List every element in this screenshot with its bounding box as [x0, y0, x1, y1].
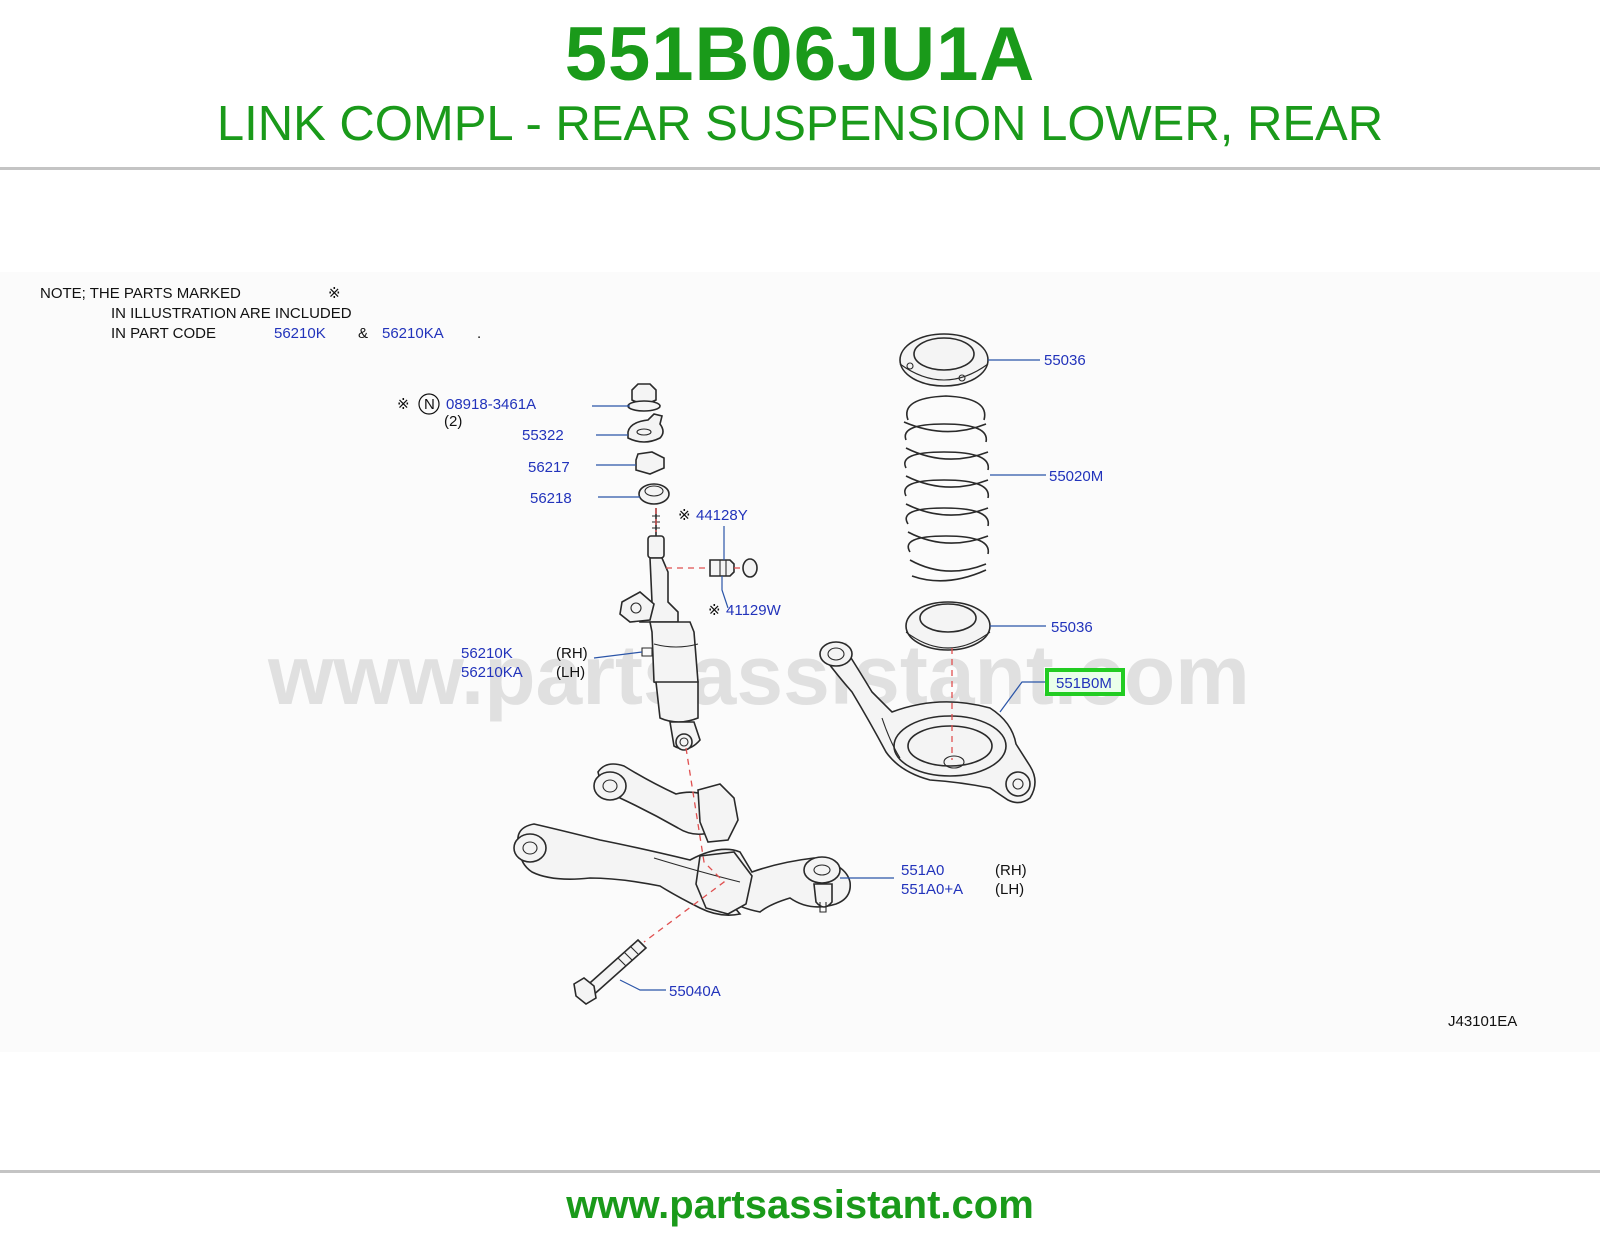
top-mount-plate-drawing — [627, 413, 664, 443]
callout-56218[interactable]: 56218 — [530, 490, 572, 507]
note-code-56210KA[interactable]: 56210KA — [382, 325, 444, 342]
note-mark-symbol: ※ — [328, 285, 341, 302]
footer-divider — [0, 1170, 1600, 1173]
callout-44128Y[interactable]: 44128Y — [696, 507, 748, 524]
leader-lines — [592, 359, 1046, 991]
included-mark-44128Y: ※ — [678, 507, 691, 524]
footer-site-url[interactable]: www.partsassistant.com — [566, 1183, 1034, 1227]
callout-55322[interactable]: 55322 — [522, 427, 564, 444]
badge-circle — [418, 393, 440, 415]
note-period: . — [477, 325, 481, 342]
included-mark-08918: ※ — [397, 396, 410, 413]
part-description-subtitle: LINK COMPL - REAR SUSPENSION LOWER, REAR — [216, 97, 1384, 151]
figure-code: J43101EA — [1448, 1013, 1517, 1030]
callout-08918-qty: (2) — [444, 413, 462, 430]
callout-56210KA[interactable]: 56210KA — [461, 664, 523, 681]
assembly-dashed-lines — [643, 508, 953, 943]
callout-08918-group: ※ N 08918-3461A (2) — [397, 393, 536, 430]
highlight-fill — [1047, 670, 1123, 694]
side-bolt-44128Y-drawing — [709, 558, 758, 578]
highlight-box — [1045, 668, 1125, 696]
note-line2: IN ILLUSTRATION ARE INCLUDED — [111, 305, 352, 322]
rubber-seat-56218-drawing — [638, 483, 670, 505]
callout-55020M[interactable]: 55020M — [1049, 468, 1103, 485]
long-bolt-55040A-drawing — [573, 938, 648, 1005]
callout-551A0A-side: (LH) — [995, 881, 1024, 898]
callout-56217[interactable]: 56217 — [528, 459, 570, 476]
top-mount-nut-drawing — [627, 383, 661, 412]
lower-spring-seat-55036-drawing — [905, 601, 991, 651]
callout-551A0[interactable]: 551A0 — [901, 862, 944, 879]
diagram-canvas: www.partsassistant.com NOTE; THE PARTS M… — [40, 285, 1517, 1030]
callout-55040A[interactable]: 55040A — [669, 983, 721, 1000]
coil-spring-55020M-drawing — [903, 395, 990, 582]
callout-56210K-side: (RH) — [556, 645, 588, 662]
note-block: NOTE; THE PARTS MARKED ※ IN ILLUSTRATION… — [40, 285, 481, 342]
page-header: 551B06JU1A LINK COMPL - REAR SUSPENSION … — [0, 0, 1600, 168]
included-mark-41129W: ※ — [708, 602, 721, 619]
callout-551A0A[interactable]: 551A0+A — [901, 881, 963, 898]
callout-56210K[interactable]: 56210K — [461, 645, 513, 662]
callout-41129W[interactable]: 41129W — [726, 602, 782, 619]
callout-55036-upper[interactable]: 55036 — [1044, 352, 1086, 369]
parts-diagram: www.partsassistant.com NOTE; THE PARTS M… — [0, 272, 1600, 1052]
note-line3: IN PART CODE — [111, 325, 216, 342]
note-code-56210K[interactable]: 56210K — [274, 325, 326, 342]
note-line1: NOTE; THE PARTS MARKED — [40, 285, 241, 302]
upper-spring-seat-55036-drawing — [899, 333, 989, 387]
callout-08918-3461A[interactable]: 08918-3461A — [446, 396, 536, 413]
callout-551A0-side: (RH) — [995, 862, 1027, 879]
rubber-seat-56217-drawing — [635, 451, 665, 475]
lower-control-arm-551A0-drawing — [513, 763, 852, 916]
rear-lower-link-551B0M-drawing — [819, 641, 1036, 804]
part-number-title: 551B06JU1A — [564, 12, 1036, 97]
callout-551B0M[interactable]: 551B0M — [1056, 675, 1112, 692]
callout-55036-lower[interactable]: 55036 — [1051, 619, 1093, 636]
callout-551B0M-highlighted[interactable]: 551B0M — [1045, 668, 1125, 696]
header-divider — [0, 167, 1600, 170]
shock-absorber-drawing — [619, 508, 701, 751]
badge-letter: N — [424, 396, 435, 413]
note-ampersand: & — [358, 325, 368, 342]
callout-56210KA-side: (LH) — [556, 664, 585, 681]
